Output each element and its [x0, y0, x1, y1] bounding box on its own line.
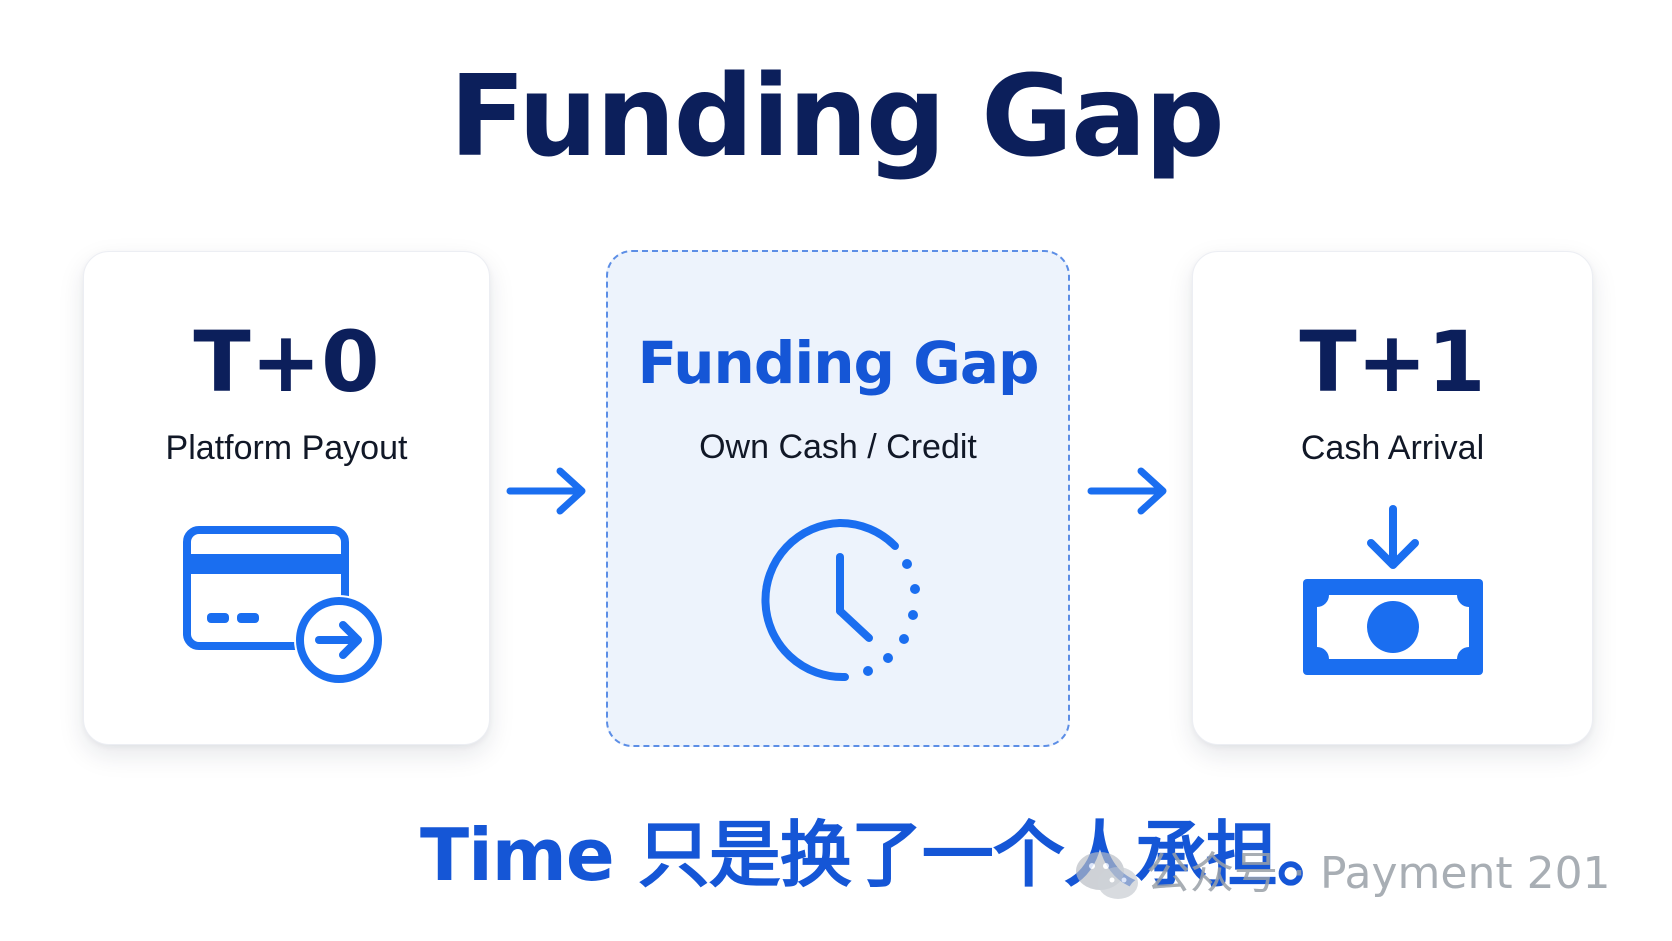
- watermark-text: 公众号 · Payment 201: [1146, 848, 1611, 899]
- step-card-t0: T+0 Platform Payout: [83, 251, 490, 745]
- step-label: Own Cash / Credit: [699, 428, 977, 466]
- page-title: Funding Gap: [449, 52, 1225, 182]
- wechat-logo-icon: [1076, 852, 1138, 899]
- arrow-right-icon: [506, 467, 586, 515]
- credit-card-payout-icon: [183, 526, 384, 684]
- step-heading: Funding Gap: [637, 329, 1040, 397]
- step-heading: T+1: [1299, 313, 1486, 411]
- watermark: 公众号 · Payment 201: [1072, 846, 1611, 903]
- step-heading: T+0: [193, 313, 380, 411]
- step-card-t1: T+1 Cash Arrival: [1192, 251, 1593, 745]
- bottom-caption: Time 只是换了一个人承担。: [420, 813, 1349, 897]
- step-card-funding-gap: Funding Gap Own Cash / Credit: [606, 250, 1070, 747]
- step-label: Platform Payout: [165, 429, 408, 467]
- step-label: Cash Arrival: [1300, 429, 1485, 467]
- cash-arrival-icon: [1303, 505, 1483, 675]
- arrow-right-icon: [1087, 467, 1167, 515]
- clock-icon: [761, 518, 920, 682]
